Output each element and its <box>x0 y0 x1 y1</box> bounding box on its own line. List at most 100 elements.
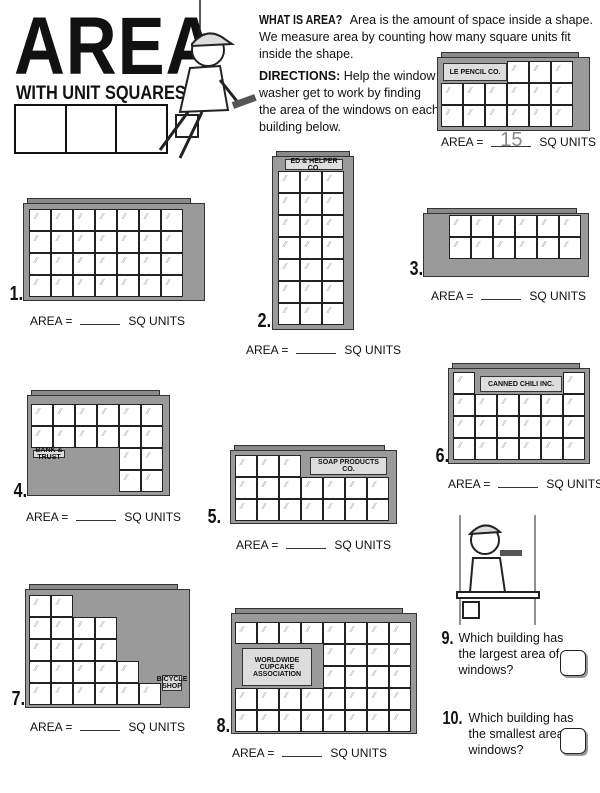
window-unit-square <box>563 394 585 416</box>
building-number: 5. <box>207 506 222 528</box>
window-unit-square <box>453 438 475 460</box>
window-unit-square <box>300 303 322 325</box>
window-unit-square <box>279 688 301 710</box>
area-label: AREA = <box>30 314 73 328</box>
window-unit-square <box>95 209 117 231</box>
window-unit-square <box>257 499 279 521</box>
window-unit-square <box>541 438 563 460</box>
answer-blank[interactable] <box>282 746 323 757</box>
window-unit-square <box>541 394 563 416</box>
answer-blank[interactable] <box>76 510 117 521</box>
window-unit-square <box>29 661 51 683</box>
window-unit-square <box>551 61 573 83</box>
window-unit-square <box>95 275 117 297</box>
window-unit-square <box>559 237 581 259</box>
window-unit-square <box>73 683 95 705</box>
building-roof <box>27 198 191 204</box>
window-unit-square <box>389 666 411 688</box>
window-unit-square <box>323 499 345 521</box>
window-unit-square <box>278 303 300 325</box>
window-unit-square <box>73 617 95 639</box>
window-unit-square <box>300 215 322 237</box>
page-title: AREA <box>14 1 218 92</box>
window-unit-square <box>51 275 73 297</box>
answer-box-10[interactable] <box>560 728 586 754</box>
window-unit-square <box>29 275 51 297</box>
window-unit-square <box>119 426 141 448</box>
units-label: SQ UNITS <box>124 510 182 524</box>
building-roof <box>235 608 403 614</box>
window-unit-square <box>139 231 161 253</box>
area-answer-line: AREA =SQ UNITS <box>26 510 181 524</box>
window-unit-square <box>235 455 257 477</box>
window-unit-square <box>507 61 529 83</box>
building-number: 1. <box>9 283 24 305</box>
window-unit-square <box>73 661 95 683</box>
answer-blank[interactable] <box>498 477 539 488</box>
window-unit-square <box>529 105 551 127</box>
area-answer-line: AREA =SQ UNITS <box>246 343 401 357</box>
area-answer-line: AREA =SQ UNITS <box>232 746 387 760</box>
window-unit-square <box>279 499 301 521</box>
area-answer-line: AREA =SQ UNITS <box>30 314 185 328</box>
window-unit-square <box>117 253 139 275</box>
window-unit-square <box>141 404 163 426</box>
window-unit-square <box>507 83 529 105</box>
building-roof <box>441 52 579 58</box>
window-unit-square <box>97 404 119 426</box>
building-roof <box>427 208 577 214</box>
intro-heading: WHAT IS AREA? <box>259 13 343 27</box>
window-unit-square <box>515 215 537 237</box>
answer-blank[interactable] <box>286 538 327 549</box>
window-unit-square <box>551 105 573 127</box>
question-number: 10. <box>442 708 463 728</box>
window-unit-square <box>31 426 53 448</box>
units-label: SQ UNITS <box>128 720 186 734</box>
units-label: SQ UNITS <box>539 135 597 149</box>
window-unit-square <box>161 231 183 253</box>
window-unit-square <box>367 477 389 499</box>
building-roof <box>234 445 385 451</box>
window-unit-square <box>235 477 257 499</box>
answer-blank[interactable] <box>80 720 121 731</box>
building-sign: BANK & TRUST <box>33 447 65 461</box>
window-unit-square <box>551 83 573 105</box>
window-unit-square <box>139 209 161 231</box>
answer-blank[interactable] <box>296 343 337 354</box>
window-unit-square <box>345 710 367 732</box>
window-unit-square <box>323 477 345 499</box>
directions-text: DIRECTIONS: Help the window washer get t… <box>259 68 439 136</box>
window-unit-square <box>323 622 345 644</box>
window-unit-square <box>141 448 163 470</box>
window-unit-square <box>51 639 73 661</box>
window-unit-square <box>53 404 75 426</box>
window-unit-square <box>97 426 119 448</box>
window-unit-square <box>161 253 183 275</box>
window-unit-square <box>493 237 515 259</box>
directions-heading: DIRECTIONS: <box>259 69 341 83</box>
area-label: AREA = <box>441 135 484 149</box>
window-unit-square <box>300 237 322 259</box>
window-unit-square <box>95 639 117 661</box>
window-unit-square <box>95 253 117 275</box>
area-label: AREA = <box>448 477 491 491</box>
window-unit-square <box>257 477 279 499</box>
window-unit-square <box>117 231 139 253</box>
window-unit-square <box>73 231 95 253</box>
question-10: 10. Which building has the smallest area… <box>440 708 584 758</box>
unit-squares-strip <box>14 104 168 154</box>
answer-blank[interactable] <box>481 289 522 300</box>
window-unit-square <box>563 438 585 460</box>
building-number: 3. <box>409 258 424 280</box>
window-unit-square <box>485 83 507 105</box>
window-unit-square <box>53 426 75 448</box>
window-unit-square <box>453 394 475 416</box>
window-unit-square <box>471 237 493 259</box>
answer-box-9[interactable] <box>560 650 586 676</box>
window-unit-square <box>322 237 344 259</box>
window-unit-square <box>519 394 541 416</box>
window-unit-square <box>161 209 183 231</box>
window-unit-square <box>475 438 497 460</box>
answer-blank[interactable] <box>80 314 121 325</box>
